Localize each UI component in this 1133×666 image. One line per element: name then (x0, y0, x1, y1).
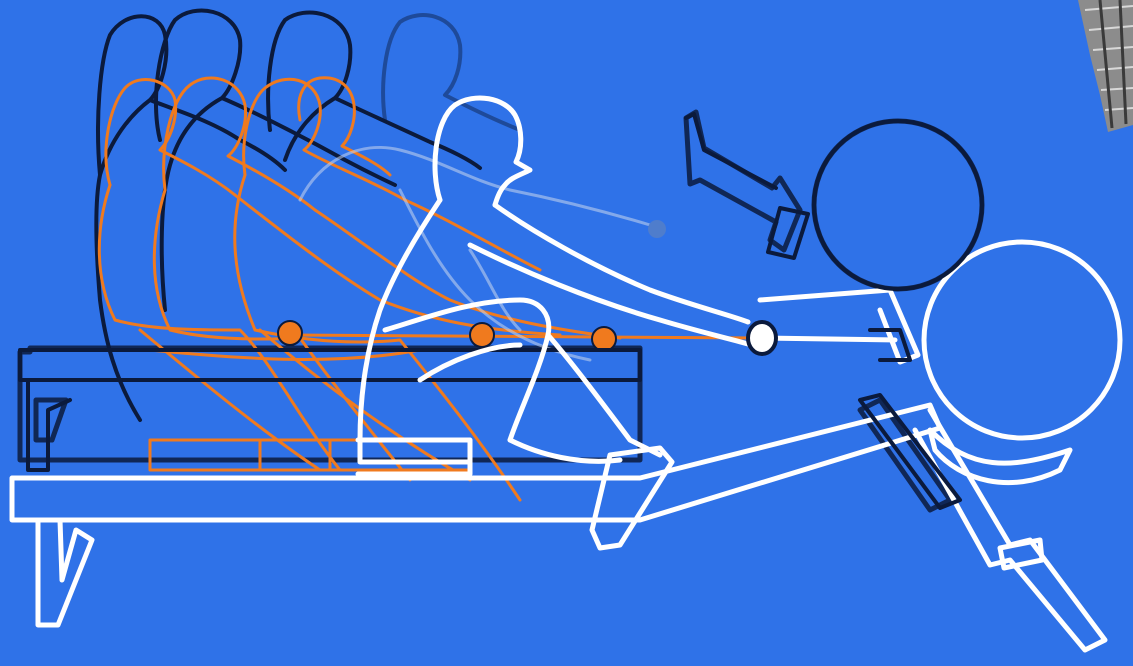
handle (748, 322, 776, 354)
chain (760, 338, 895, 340)
